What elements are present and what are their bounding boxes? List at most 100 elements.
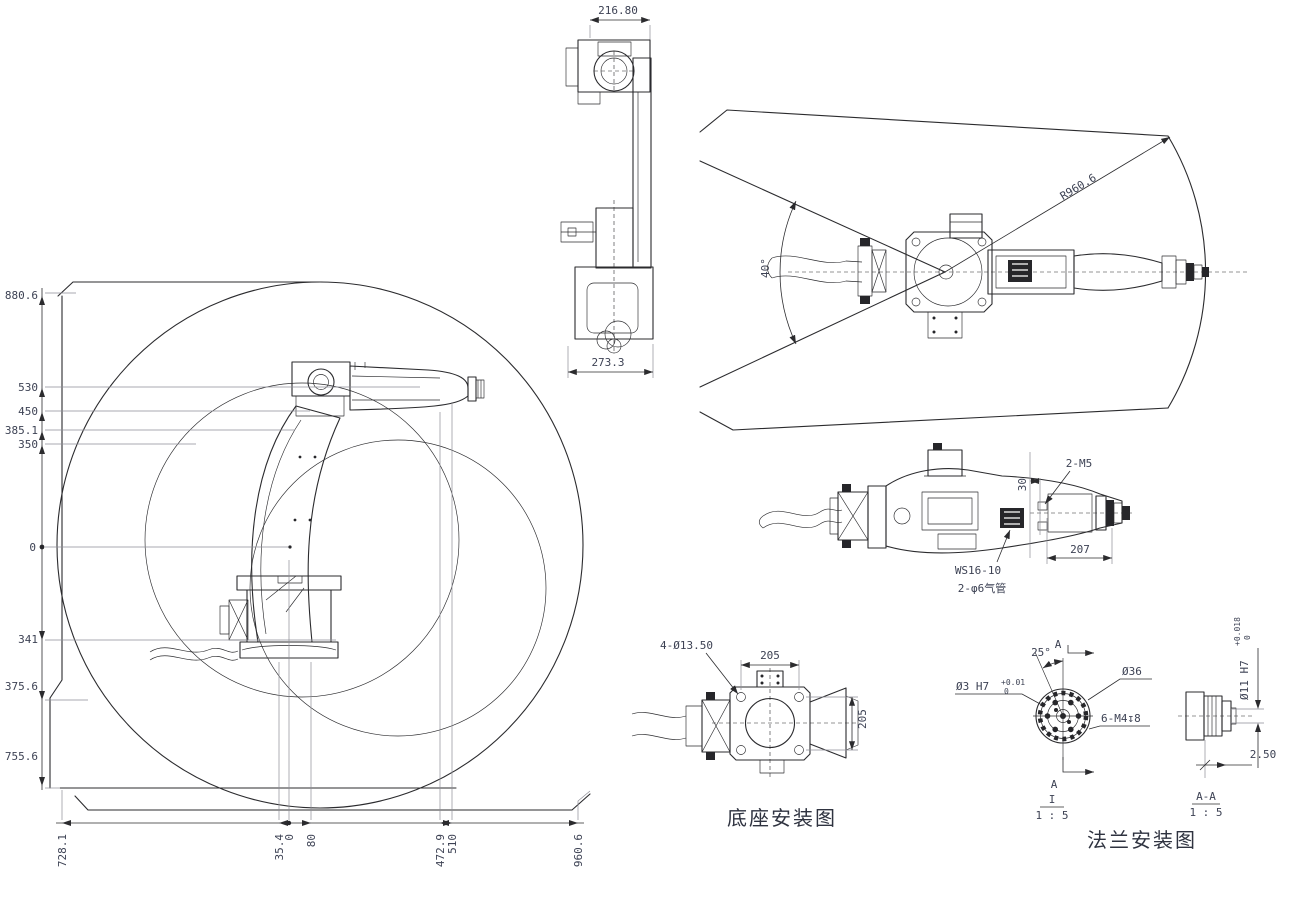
forearm (349, 365, 469, 411)
left-bracket (577, 91, 601, 105)
datum-a-bottom: A (1051, 778, 1058, 791)
base-circle-1 (604, 320, 632, 348)
arm-dot (293, 518, 297, 522)
work-envelope-lower-arc (249, 439, 547, 737)
dim-207: 207 (1070, 543, 1090, 556)
dim-880-6: 880.6 (5, 289, 38, 302)
base-circle-2 (596, 330, 616, 350)
lower-column (595, 207, 634, 269)
dim-30: 30 (1016, 478, 1029, 491)
envelope-left-edge (49, 295, 63, 789)
main-side-view: 880.6 530 450 385.1 350 0 341 375.6 755.… (5, 281, 591, 867)
dim-bolt-circle: Ø36 (1122, 665, 1142, 678)
base-bell (809, 687, 847, 759)
arm-cable-2 (762, 520, 843, 529)
flange-view-id: I (1049, 793, 1056, 806)
base-circle-3 (606, 338, 622, 354)
dim-205-w: 205 (760, 649, 780, 662)
lower-arm-inner-line (260, 419, 302, 635)
label-air-tube: 2-φ6气管 (958, 581, 1007, 595)
arm-dot (308, 518, 312, 522)
connector-brace (228, 599, 249, 641)
dim-35-4: 35.4 (273, 834, 286, 861)
base-centerlines (712, 668, 856, 778)
section-view-id: A-A (1196, 790, 1216, 803)
top-view-upper-edge (699, 109, 1169, 137)
dim-40deg: 40° (759, 258, 772, 278)
dim-80: 80 (305, 834, 318, 847)
wrist-detail (354, 362, 366, 370)
table-edge (74, 793, 591, 811)
m4-hole (1068, 726, 1074, 733)
m4-hole (1052, 726, 1058, 733)
head-top-detail (597, 41, 632, 57)
top-view-lower-edge (699, 407, 1169, 431)
base-cable-2 (149, 655, 239, 661)
label-bore: Ø11 H7 (1238, 660, 1251, 700)
wedge-lower-line (699, 271, 946, 388)
j4-axis-inner (313, 374, 329, 390)
wedge-upper-line (699, 160, 946, 273)
base-view-caption: 底座安装图 (727, 806, 837, 830)
robot-top-silhouette (767, 213, 1250, 339)
dim-273-3: 273.3 (591, 356, 624, 369)
label-4-holes: 4-Ø13.50 (660, 639, 713, 652)
base-view-cable-2 (631, 734, 687, 740)
arm-dot (298, 455, 302, 459)
flange-view-caption: 法兰安装图 (1087, 828, 1197, 852)
dim-0-h: 0 (283, 834, 296, 841)
dim-25deg: 25° (1031, 646, 1051, 659)
arm-side-view: 30 2-M5 207 WS16-10 2-φ6气管 (758, 443, 1135, 595)
horizontal-dimensions: 728.1 35.4 0 80 472.9 510 960.6 (56, 402, 591, 867)
base-view-cable (631, 712, 687, 718)
forearm-lines (351, 375, 441, 401)
base-cable (149, 647, 239, 653)
section-view-scale: 1 : 5 (1189, 806, 1222, 819)
base-plate (729, 686, 811, 761)
dim-510: 510 (446, 834, 459, 854)
label-tapped-holes: 6-M4↧8 (1101, 712, 1141, 725)
mount-hole (736, 692, 746, 702)
base-plate-notch (277, 575, 303, 584)
vertical-dimensions: 880.6 530 450 385.1 350 0 341 375.6 755.… (5, 288, 420, 790)
flange-ribs (477, 380, 482, 398)
arm-cable (762, 508, 843, 517)
dim-385-1: 385.1 (5, 424, 38, 437)
dim-755-6: 755.6 (5, 750, 38, 763)
bore-dim-group: Ø11 H7 +0.018 0 (1233, 617, 1252, 700)
dim-450: 450 (18, 405, 38, 418)
arm-dot (313, 455, 317, 459)
label-2-m5: 2-M5 (1066, 457, 1093, 470)
angle-arc (779, 200, 797, 345)
section-a-a-view: Ø11 H7 +0.018 0 2.50 A-A 1 : 5 (1178, 617, 1276, 819)
head-left-tab (565, 47, 579, 87)
flange-mounting-view: 25° A Ø3 H7 +0.01 0 Ø36 6-M4↧8 A I 1 : 5… (955, 638, 1197, 852)
m4-hole (1068, 699, 1074, 706)
base-mounting-view: 4-Ø13.50 205 205 底座安装图 (631, 639, 869, 830)
label-pin-hole: Ø3 H7 (956, 680, 989, 693)
tool-flange (475, 379, 485, 399)
dim-2-50: 2.50 (1250, 748, 1277, 761)
label-ws16-10: WS16-10 (955, 564, 1001, 577)
arm-column (632, 57, 652, 269)
mount-hole (794, 692, 804, 702)
dim-728-1: 728.1 (56, 834, 69, 867)
bore-tol-lo: 0 (1243, 635, 1252, 640)
dim-530: 530 (18, 381, 38, 394)
dim-960-6: 960.6 (572, 834, 585, 867)
envelope-top-edge (57, 281, 323, 297)
elbow-lower (295, 395, 345, 417)
mount-hole (736, 745, 746, 755)
radius-dim-line (944, 136, 1171, 273)
front-view: 216.80 273.3 (560, 4, 654, 378)
oblique-tick (1199, 759, 1211, 771)
front-base-inner (586, 282, 639, 334)
dim-216-80: 216.80 (598, 4, 638, 17)
j4-axis-circle (307, 368, 335, 396)
dim-375-6: 375.6 (5, 680, 38, 693)
base-top-flange (756, 670, 784, 688)
pin-tol-lo: 0 (1004, 687, 1009, 696)
dim-350: 350 (18, 438, 38, 451)
base-bottom-stub (759, 759, 785, 774)
